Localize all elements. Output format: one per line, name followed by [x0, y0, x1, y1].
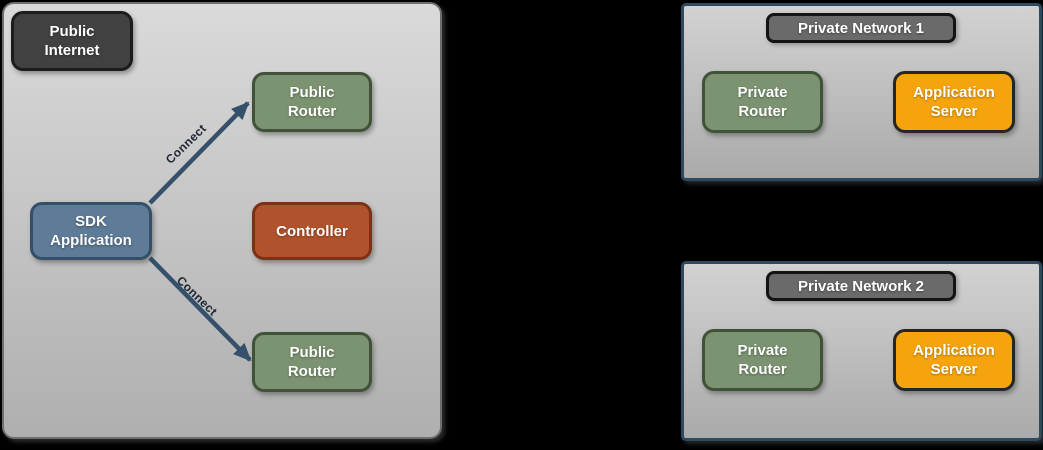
private-network-1-panel: Private Network 1 Private Router Applica… — [681, 3, 1042, 181]
application-server-label: Application Server — [913, 342, 995, 378]
public-router-top-node: Public Router — [252, 72, 372, 132]
application-server-label: Application Server — [913, 84, 995, 120]
private-network-2-title: Private Network 2 — [766, 271, 956, 301]
private-router-label: Private Router — [737, 342, 788, 378]
private-network-1-title: Private Network 1 — [766, 13, 956, 43]
private-network-2-application-server-node: Application Server — [893, 329, 1015, 391]
private-network-2-private-router-node: Private Router — [702, 329, 823, 391]
private-network-2-title-label: Private Network 2 — [798, 277, 924, 295]
private-network-1-application-server-node: Application Server — [893, 71, 1015, 133]
public-router-top-label: Public Router — [287, 84, 337, 120]
private-network-1-title-label: Private Network 1 — [798, 19, 924, 37]
public-internet-label: Public Internet — [44, 23, 100, 59]
private-network-2-panel: Private Network 2 Private Router Applica… — [681, 261, 1042, 441]
public-internet-zone-panel: Public Internet Public Router SDK Applic… — [2, 2, 442, 439]
sdk-application-label: SDK Application — [50, 213, 132, 249]
connect-label-bottom: Connect — [173, 273, 221, 319]
private-network-1-private-router-node: Private Router — [702, 71, 823, 133]
public-internet-node: Public Internet — [11, 11, 133, 71]
controller-label: Controller — [276, 222, 348, 240]
private-router-label: Private Router — [737, 84, 788, 120]
controller-node: Controller — [252, 202, 372, 260]
public-router-bottom-node: Public Router — [252, 332, 372, 392]
connect-label-top: Connect — [162, 121, 210, 167]
public-router-bottom-label: Public Router — [287, 344, 337, 380]
sdk-application-node: SDK Application — [30, 202, 152, 260]
